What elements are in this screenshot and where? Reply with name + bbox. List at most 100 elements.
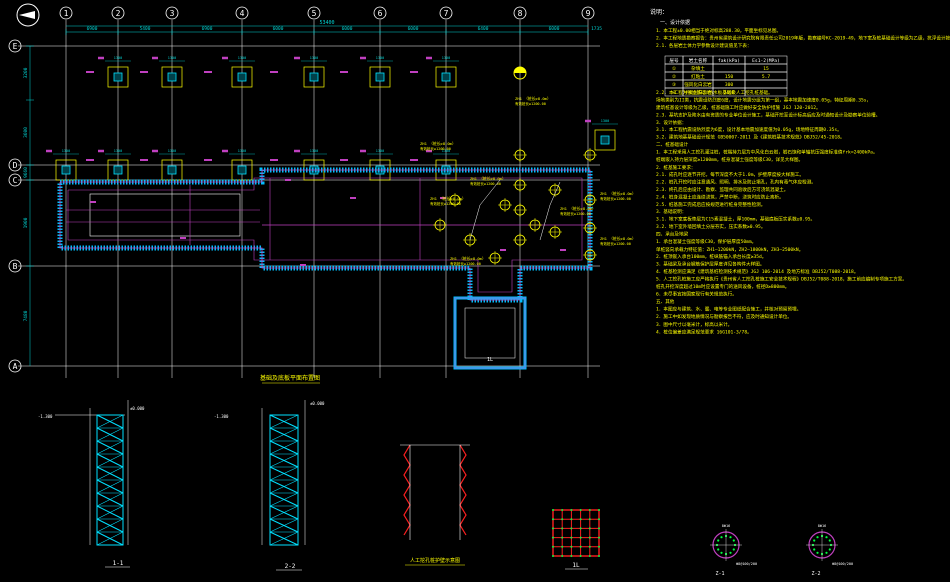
axis-label-row: B xyxy=(13,262,18,271)
pad-dim-text: 1300 xyxy=(238,149,246,153)
table-cell-text: 强风化白云岩 xyxy=(684,81,712,88)
foundation-pad xyxy=(161,66,183,88)
dim-left: 7480 xyxy=(23,310,29,321)
rebar-dot xyxy=(552,518,554,521)
dim-bay: 6000 xyxy=(273,26,284,32)
rebar-dot xyxy=(598,527,600,530)
notes-line: 2.2．本工程为独立基础+防水板基础及人工挖孔桩基础。 xyxy=(656,89,773,96)
rebar-dot xyxy=(579,509,582,511)
pad-column xyxy=(309,72,319,82)
table-cell-text: 层号 xyxy=(669,58,679,64)
rebar-dot xyxy=(570,555,573,557)
pile-callout-sub: 有效桩长≥1200.00 xyxy=(450,261,481,266)
truss-diag xyxy=(269,440,299,455)
rebar-dot xyxy=(579,527,582,530)
notes-line: 2.4．桩身混凝土应连续浇筑，严禁中断，浇筑时应防止离析。 xyxy=(656,193,784,200)
truss-diag xyxy=(269,505,299,520)
rebar-dot xyxy=(552,555,554,557)
truss-diag xyxy=(96,466,124,481)
axis-bubble-col xyxy=(373,6,387,20)
pit-inner xyxy=(464,307,516,359)
notes-line: 建筑桩基设计等级为乙级，桩基础施工时应做好安全防护措施 JGJ 120-2012… xyxy=(656,104,821,111)
table-cell-text: 300 xyxy=(725,82,734,88)
axis-bubble-col xyxy=(439,6,453,20)
pile-callout-sub: 有效桩长≥1200.00 xyxy=(560,211,591,216)
column-rebar xyxy=(828,548,831,551)
pile-callout-sub: 有效桩长≥1200.00 xyxy=(470,181,501,186)
pile-callout: ZH1 （桩长≥8.0m） xyxy=(450,256,486,261)
notes-line: 单桩竖向承载力特征值：ZH1—1200kN，ZH2—1800kN，ZH3—250… xyxy=(656,246,803,253)
column-rebar xyxy=(732,548,735,551)
rebar-dot xyxy=(598,509,600,511)
notes-line: 2．本工程地质勘察报告：贵州省建筑设计研究院有限责任公司2019年版，勘察编号K… xyxy=(656,34,950,41)
table-cell-text: Es1-2(MPa) xyxy=(752,58,780,64)
column-stirrup-text: Φ8@100/200 xyxy=(832,562,853,566)
axis-bubble-col xyxy=(165,6,179,20)
notes-line: 桩孔开挖深度超过10m时应设置专门的送风设备，桩径D≥800mm。 xyxy=(656,283,789,290)
elev-label: -1.300 xyxy=(38,414,53,419)
pile-callout: ZH1 （桩长≥8.0m） xyxy=(560,206,596,211)
basement-wall-line xyxy=(59,169,591,301)
table-cell-text: 岩土名称 xyxy=(689,57,708,64)
axis-label-col: 3 xyxy=(170,9,175,18)
rebar-dot xyxy=(598,518,600,521)
rebar-dot xyxy=(570,536,573,539)
elev-label: -1.300 xyxy=(214,414,229,419)
dim-bay: 6000 xyxy=(549,26,560,32)
rebar-dot xyxy=(570,518,573,521)
axis-bubble-row xyxy=(8,259,22,273)
notes-line: 5．人工挖孔桩施工应严格执行《贵州省人工挖孔桩施工安全技术规程》DBJ52/T0… xyxy=(656,275,907,282)
table-cell-text: ④ xyxy=(672,90,677,96)
notes-line: 3.2．地下室外墙回填土分层夯实，压实系数≥0.95。 xyxy=(656,223,765,230)
dim-bay: 6000 xyxy=(342,26,353,32)
pile-callout: ZH1 （桩长≥8.0m） xyxy=(600,236,636,241)
rebar-dot xyxy=(561,527,564,530)
section-label: 1L xyxy=(572,562,580,569)
elev-label: ±0.000 xyxy=(130,406,145,411)
column-rebar xyxy=(717,539,720,542)
column-rebar xyxy=(816,551,819,554)
notes-line: 场地类别为II类，抗震设防烈度6度，设计地震分组为第一组，基本地震加速度0.05… xyxy=(656,97,871,104)
truss-diag xyxy=(96,492,124,507)
axis-label-row: C xyxy=(13,176,18,185)
column-rebar xyxy=(813,539,816,542)
foundation-pad xyxy=(435,66,457,88)
dim-left: 3600 xyxy=(23,127,29,138)
notes-line: 3．基础说明： xyxy=(656,208,686,215)
pile-callout-sub: 有效桩长≥1200.00 xyxy=(600,196,631,201)
axis-bubble-col xyxy=(581,6,595,20)
pad-dim-text: 1300 xyxy=(376,149,384,153)
axis-label-col: 4 xyxy=(240,9,245,18)
rebar-dot xyxy=(579,555,582,557)
notes-line: 3．基础梁及承台钢筋保护层厚度详见各构件大样图。 xyxy=(656,261,764,268)
column-rebar xyxy=(828,539,831,542)
pad-dim-text: 1300 xyxy=(442,56,450,60)
pad-dim-text: 1300 xyxy=(168,149,176,153)
axis-label-row: E xyxy=(13,42,18,51)
pad-dim-text: 1300 xyxy=(114,149,122,153)
elev-label: ±0.000 xyxy=(310,401,325,406)
foundation-pad xyxy=(231,66,253,88)
table-cell-text: ① xyxy=(672,66,677,72)
axis-label-col: 9 xyxy=(586,9,591,18)
table-cell-text: 150 xyxy=(725,74,734,80)
table-cell xyxy=(744,79,788,89)
pile-callout: ZH1 （桩长≥8.0m） xyxy=(420,141,456,146)
notes-line: 1．本图应与建筑、水、暖、电等专业图纸配合施工，并核对预留预埋。 xyxy=(656,306,801,313)
truss-diag xyxy=(269,518,299,533)
pile-callout: ZH1 （桩长≥8.0m） xyxy=(430,196,466,201)
table-cell xyxy=(744,87,788,97)
rebar-dot xyxy=(570,509,573,511)
axis-label-col: 8 xyxy=(518,9,523,18)
foundation-pad xyxy=(594,129,616,151)
axis-bubble-col xyxy=(235,6,249,20)
notes-group-title: 一、设计依据 xyxy=(660,19,690,26)
column-label: Z-1 xyxy=(715,571,724,577)
notes-line: 3.1．本工程抗震设防烈度为6度，设计基本地震加速度值为0.05g，场地特征周期… xyxy=(656,126,842,133)
axis-label-col: 2 xyxy=(116,9,121,18)
pad-column xyxy=(167,165,177,175)
rebar-dot xyxy=(588,509,591,511)
axis-label-row: A xyxy=(13,362,18,371)
